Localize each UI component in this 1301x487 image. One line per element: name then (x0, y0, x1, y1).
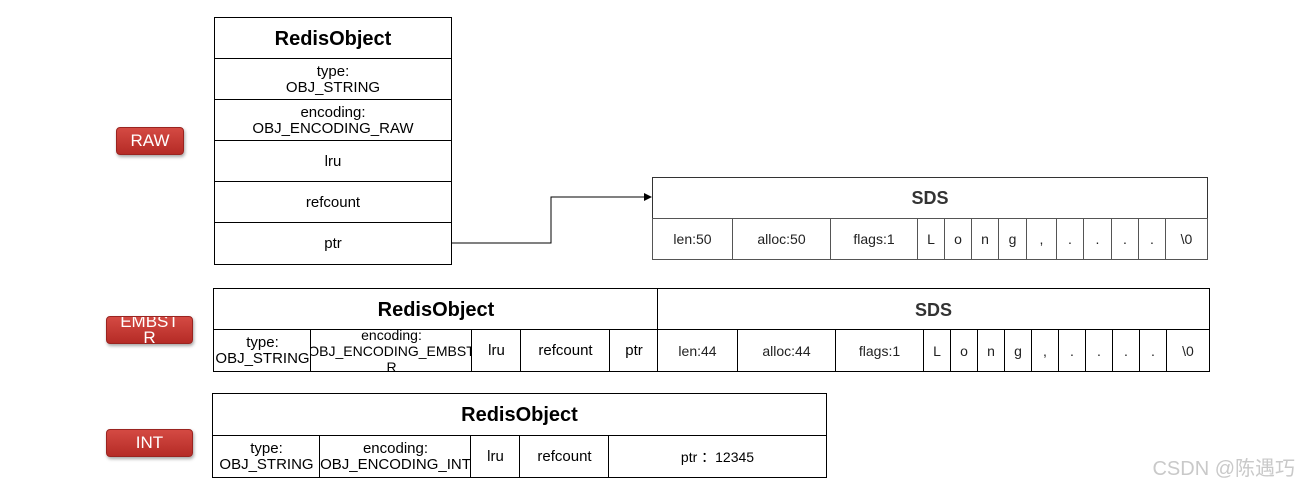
int-ptr-field: ptr ：12345 (608, 435, 827, 478)
raw-label-badge: RAW (116, 127, 184, 155)
embstr-sds-title: SDS (657, 288, 1210, 331)
raw-sds-char: o (944, 218, 972, 260)
raw-sds-char: n (971, 218, 999, 260)
raw-sds-char: . (1083, 218, 1112, 260)
embstr-redisobject-title: RedisObject (213, 288, 659, 331)
embstr-sds-char: n (977, 329, 1005, 372)
embstr-label-badge: EMBST R (106, 316, 193, 344)
raw-sds-len: len:50 (652, 218, 733, 260)
embstr-refcount-field: refcount (520, 329, 611, 372)
embstr-sds-char: o (950, 329, 978, 372)
raw-type-field: type: OBJ_STRING (214, 58, 452, 101)
int-lru-field: lru (470, 435, 521, 478)
embstr-sds-char: g (1004, 329, 1032, 372)
embstr-sds-terminator: \0 (1166, 329, 1210, 372)
embstr-ptr-field: ptr (609, 329, 659, 372)
raw-ptr-field: ptr (214, 222, 452, 265)
embstr-sds-alloc: alloc:44 (737, 329, 836, 372)
int-encoding-field: encoding: OBJ_ENCODING_INT (319, 435, 472, 478)
raw-sds-char: . (1056, 218, 1084, 260)
embstr-sds-char: . (1058, 329, 1086, 372)
raw-encoding-field: encoding: OBJ_ENCODING_RAW (214, 99, 452, 142)
int-label-badge: INT (106, 429, 193, 457)
embstr-sds-len: len:44 (657, 329, 738, 372)
embstr-sds-char: , (1031, 329, 1059, 372)
raw-sds-char: L (917, 218, 945, 260)
embstr-encoding-field: encoding: OBJ_ENCODING_EMBST R (310, 329, 473, 372)
int-redisobject-title: RedisObject (212, 393, 827, 437)
embstr-sds-char: . (1112, 329, 1140, 372)
raw-sds-char: , (1026, 218, 1057, 260)
raw-sds-title: SDS (652, 177, 1208, 219)
embstr-sds-char: . (1085, 329, 1113, 372)
int-type-field: type: OBJ_STRING (212, 435, 321, 478)
int-refcount-field: refcount (519, 435, 610, 478)
raw-lru-field: lru (214, 140, 452, 183)
raw-sds-alloc: alloc:50 (732, 218, 831, 260)
watermark: CSDN @陈遇巧 (1152, 458, 1295, 480)
embstr-lru-field: lru (471, 329, 522, 372)
embstr-type-field: type: OBJ_STRING (213, 329, 312, 372)
raw-sds-flags: flags:1 (830, 218, 918, 260)
raw-sds-char: . (1138, 218, 1166, 260)
raw-sds-char: . (1111, 218, 1139, 260)
embstr-sds-char: L (923, 329, 951, 372)
raw-sds-char: g (998, 218, 1027, 260)
embstr-sds-flags: flags:1 (835, 329, 924, 372)
raw-refcount-field: refcount (214, 181, 452, 224)
embstr-sds-char: . (1139, 329, 1167, 372)
raw-sds-terminator: \0 (1165, 218, 1208, 260)
